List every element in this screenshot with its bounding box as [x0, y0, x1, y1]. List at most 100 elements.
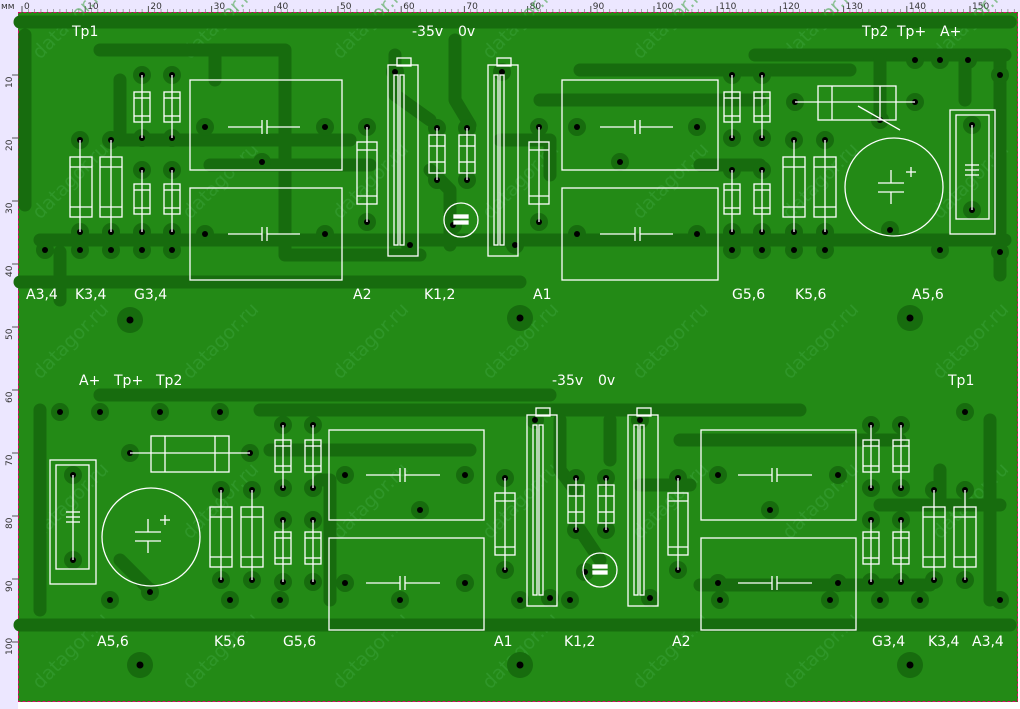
resistor — [458, 128, 476, 180]
ruler-tick-label: 20 — [150, 2, 162, 12]
power-transistor — [526, 407, 558, 607]
label-k56: K5,6 — [795, 287, 827, 303]
pad-hole — [917, 597, 923, 603]
rectifier-module — [49, 459, 97, 585]
resistor — [795, 85, 915, 131]
label-a2: A2 — [353, 287, 371, 303]
pad-hole — [462, 472, 468, 478]
ruler-tick-label: 100 — [5, 638, 15, 655]
board-bottom-labels: A+ Tp+ Tp2 -35v 0v Tp1 A5,6 K5,6 G5,6 A1… — [79, 373, 1004, 650]
ruler-tick-label: 140 — [909, 2, 926, 12]
electrolytic-capacitor — [582, 552, 618, 588]
pad-hole — [57, 409, 63, 415]
pad-hole — [637, 417, 643, 423]
pad-hole — [997, 72, 1003, 78]
pad-hole — [97, 409, 103, 415]
resistor — [528, 127, 550, 222]
ruler-tick-label: 110 — [719, 2, 736, 12]
label-0v: 0v — [598, 373, 615, 389]
power-transistor — [627, 407, 659, 607]
pad-hole — [516, 314, 524, 322]
resistor — [130, 435, 250, 473]
pad-hole — [835, 472, 841, 478]
pad-hole — [342, 472, 348, 478]
label-k12: K1,2 — [424, 287, 455, 303]
pad-hole — [791, 247, 797, 253]
film-capacitor — [561, 79, 719, 171]
pad-hole — [767, 507, 773, 513]
label-tp1: Tp1 — [947, 373, 974, 389]
pad-hole — [822, 247, 828, 253]
label-tp1: Tp1 — [71, 24, 98, 40]
ruler-tick-label: 10 — [87, 2, 99, 12]
pad-hole — [574, 231, 580, 237]
pad-hole — [827, 597, 833, 603]
resistor — [862, 520, 880, 582]
ruler-tick-label: 90 — [593, 2, 605, 12]
label-k56: K5,6 — [214, 634, 246, 650]
resistor — [133, 170, 151, 232]
ruler-tick-label: 50 — [5, 328, 15, 340]
resistor — [209, 490, 233, 580]
resistor — [862, 425, 880, 488]
pad-hole — [729, 247, 735, 253]
pad-hole — [77, 247, 83, 253]
ruler-tick-label: 60 — [403, 2, 415, 12]
resistor — [274, 425, 292, 488]
pad-hole — [147, 589, 153, 595]
film-capacitor — [328, 429, 485, 521]
label-tp2: Tp2 — [861, 24, 888, 40]
pad-hole — [499, 69, 505, 75]
pad-hole — [937, 247, 943, 253]
ruler-tick-label: 30 — [214, 2, 226, 12]
label-0v: 0v — [458, 24, 475, 40]
pad-hole — [647, 595, 653, 601]
label-a-plus: A+ — [940, 24, 961, 40]
pad-hole — [202, 231, 208, 237]
resistor — [274, 520, 292, 582]
resistor — [494, 478, 516, 570]
label-k34: K3,4 — [75, 287, 107, 303]
pad-hole — [397, 597, 403, 603]
pad-hole — [912, 57, 918, 63]
resistor — [304, 520, 322, 582]
resistor — [163, 75, 181, 138]
label-tp-plus: Tp+ — [896, 24, 926, 40]
silkscreen-layer — [49, 57, 996, 631]
ruler-tick-label: 70 — [5, 454, 15, 466]
pad-hole — [937, 57, 943, 63]
ruler-tick-label: 70 — [466, 2, 478, 12]
ruler-tick-label: 100 — [656, 2, 673, 12]
label-neg35v: -35v — [412, 24, 443, 40]
resistor — [69, 140, 93, 232]
pad-hole — [617, 159, 623, 165]
pad-hole — [157, 409, 163, 415]
label-k12: K1,2 — [564, 634, 595, 650]
label-g56: G5,6 — [283, 634, 316, 650]
ruler-tick-label: 40 — [5, 265, 15, 277]
resistor — [567, 478, 585, 530]
label-a2: A2 — [672, 634, 690, 650]
electrolytic-capacitor — [443, 202, 479, 238]
ruler-tick-label: 130 — [846, 2, 863, 12]
ruler-tick-label: 0 — [24, 2, 30, 12]
top-ruler — [0, 0, 1020, 12]
label-a1: A1 — [494, 634, 512, 650]
pad-hole — [547, 595, 553, 601]
pad-hole — [715, 472, 721, 478]
ruler-tick-label: 40 — [277, 2, 289, 12]
pad-hole — [906, 661, 914, 669]
label-a56: A5,6 — [97, 634, 129, 650]
label-a34: A3,4 — [26, 287, 58, 303]
resistor — [723, 170, 741, 232]
pad-hole — [107, 597, 113, 603]
resistor — [922, 490, 946, 580]
pad-hole — [567, 597, 573, 603]
resistor — [892, 425, 910, 488]
electrolytic-capacitor — [101, 487, 201, 587]
label-a34: A3,4 — [972, 634, 1004, 650]
pad-hole — [715, 580, 721, 586]
rectifier-module — [949, 109, 996, 235]
